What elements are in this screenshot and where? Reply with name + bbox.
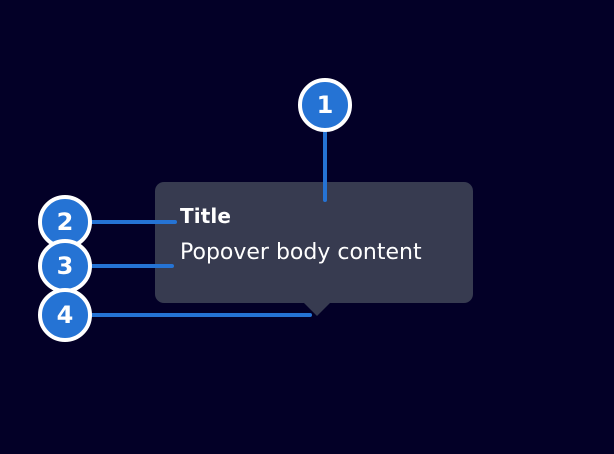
annotation-badge-4-label: 4 bbox=[56, 301, 74, 329]
annotation-badge-1-label: 1 bbox=[316, 91, 334, 119]
popover-body: Popover body content bbox=[180, 240, 422, 265]
annotation-badge-3-label: 3 bbox=[56, 252, 74, 280]
connector-line-4 bbox=[90, 313, 312, 317]
connector-line-2 bbox=[90, 220, 177, 224]
connector-line-1 bbox=[323, 128, 327, 202]
annotation-badge-4: 4 bbox=[38, 288, 92, 342]
annotation-badge-3: 3 bbox=[38, 239, 92, 293]
connector-line-3 bbox=[90, 264, 174, 268]
annotation-badge-2-label: 2 bbox=[56, 208, 74, 236]
popover-title: Title bbox=[180, 204, 231, 228]
popover-container: Title Popover body content bbox=[155, 182, 473, 316]
popover-arrow bbox=[303, 302, 331, 316]
annotation-badge-1: 1 bbox=[298, 78, 352, 132]
